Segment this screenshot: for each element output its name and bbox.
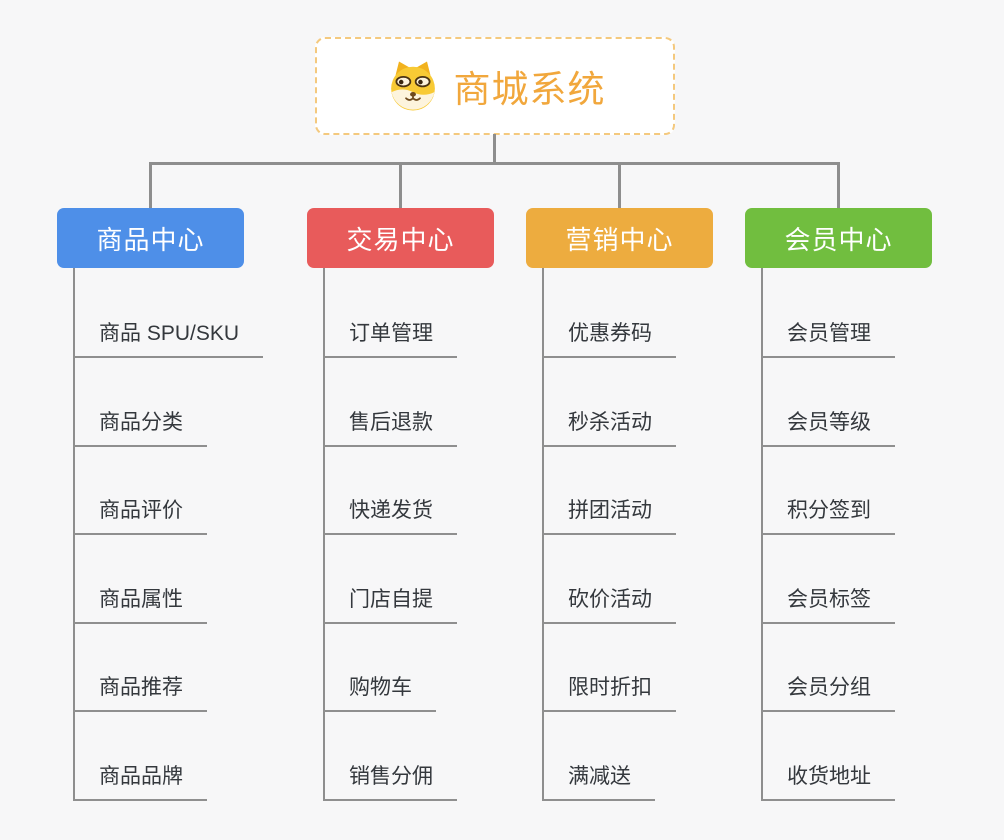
leaf-topic[interactable]: 拼团活动 — [542, 494, 676, 535]
connector-stub-1 — [149, 164, 152, 208]
leaf-topic[interactable]: 会员等级 — [761, 406, 895, 447]
leaf-topic[interactable]: 销售分佣 — [323, 760, 457, 801]
leaf-topic[interactable]: 商品分类 — [73, 406, 207, 447]
branch-node[interactable]: 营销中心 — [526, 208, 713, 268]
leaf-topic[interactable]: 优惠券码 — [542, 317, 676, 358]
leaf-topic[interactable]: 会员标签 — [761, 583, 895, 624]
leaf-topic[interactable]: 会员管理 — [761, 317, 895, 358]
leaf-topic[interactable]: 商品 SPU/SKU — [73, 317, 264, 358]
branch-column: 会员中心会员管理会员等级积分签到会员标签会员分组收货地址 — [745, 208, 997, 828]
leaf-topic[interactable]: 秒杀活动 — [542, 406, 676, 447]
branch-label: 交易中心 — [346, 224, 455, 255]
connector-stub-4 — [837, 164, 840, 208]
leaf-topic[interactable]: 商品属性 — [73, 583, 207, 624]
leaf-topic[interactable]: 积分签到 — [761, 494, 895, 535]
branch-column: 商品中心商品 SPU/SKU 商品分类商品评价商品属性商品推荐商品品牌 — [57, 208, 309, 828]
leaf-topic[interactable]: 收货地址 — [761, 760, 895, 801]
branch-node[interactable]: 会员中心 — [745, 208, 932, 268]
leaf-topic[interactable]: 限时折扣 — [542, 671, 676, 712]
branch-column: 交易中心订单管理售后退款快递发货门店自提购物车销售分佣 — [307, 208, 559, 828]
doge-face-icon — [390, 61, 435, 111]
root-node[interactable]: 商城系统 — [315, 37, 675, 135]
connector-root-drop — [493, 134, 496, 164]
leaf-topic[interactable]: 商品推荐 — [73, 671, 207, 712]
leaf-topic[interactable]: 会员分组 — [761, 671, 895, 712]
leaf-topic[interactable]: 售后退款 — [323, 406, 457, 447]
branch-label: 营销中心 — [565, 224, 674, 255]
branch-node[interactable]: 交易中心 — [307, 208, 494, 268]
branch-label: 商品中心 — [96, 224, 205, 255]
connector-stub-3 — [618, 164, 621, 208]
root-title: 商城系统 — [453, 69, 606, 110]
leaf-topic[interactable]: 快递发货 — [323, 494, 457, 535]
branch-node[interactable]: 商品中心 — [57, 208, 244, 268]
branch-label: 会员中心 — [784, 224, 893, 255]
leaf-topic[interactable]: 满减送 — [542, 760, 655, 801]
connector-bus — [149, 162, 840, 165]
leaf-topic[interactable]: 商品评价 — [73, 494, 207, 535]
connector-stub-2 — [399, 164, 402, 208]
leaf-topic[interactable]: 订单管理 — [323, 317, 457, 358]
leaf-topic[interactable]: 砍价活动 — [542, 583, 676, 624]
leaf-topic[interactable]: 购物车 — [323, 671, 436, 712]
branch-column: 营销中心优惠券码秒杀活动拼团活动砍价活动限时折扣满减送 — [526, 208, 778, 828]
leaf-topic[interactable]: 门店自提 — [323, 583, 457, 624]
leaf-topic[interactable]: 商品品牌 — [73, 760, 207, 801]
